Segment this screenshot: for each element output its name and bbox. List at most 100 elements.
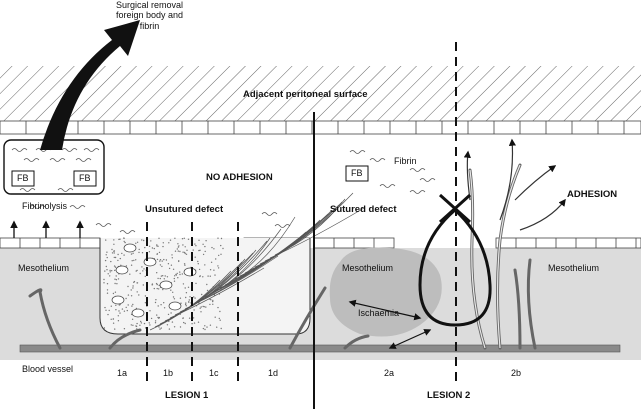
fibrin-dot [173, 298, 176, 300]
fibrin-dot [139, 272, 141, 275]
fibrin-dot [157, 245, 159, 247]
fibrin-wave [261, 212, 278, 216]
fibrin-dot [170, 289, 172, 291]
fibrin-dot [217, 306, 219, 309]
fibrin-dot [184, 303, 187, 306]
fibrin-dot [112, 322, 115, 324]
fibrin-dot [170, 312, 172, 314]
fibrin-dot [189, 296, 191, 298]
fibrin-dot [206, 289, 209, 292]
fibrin-dot [163, 307, 166, 309]
fibrin-dot [209, 303, 211, 306]
fibrin-dot [114, 266, 117, 268]
fibrin-dot [213, 269, 215, 271]
fibrin-dot [156, 245, 158, 247]
fibrin-dot [204, 245, 206, 248]
fibrin-dot [107, 273, 109, 275]
fibrin-dot [182, 244, 184, 246]
fibrin-dot [144, 302, 147, 304]
fibrin-dot [158, 326, 160, 328]
fb-label-left-2: FB [79, 173, 91, 183]
fibrin-dot [199, 307, 201, 309]
tissue-band [0, 248, 641, 360]
fibrin-dot [219, 319, 221, 321]
lesion-1-label: LESION 1 [165, 390, 209, 401]
fibrin-dot [113, 250, 115, 252]
lesion-2-label: LESION 2 [427, 390, 471, 401]
fibrin-dot [125, 306, 127, 309]
fibrin-dot [127, 294, 130, 296]
fibrin-wave [419, 178, 436, 182]
fibrin-dot [114, 256, 117, 259]
fibrin-dot [116, 283, 118, 285]
fibrin-dot [162, 245, 164, 248]
mesothelium-mid-label: Mesothelium [342, 263, 394, 273]
fibrin-dot [121, 252, 123, 255]
fibrin-dot [110, 260, 112, 263]
fibrin-wave [19, 188, 36, 192]
zone-1a-label: 1a [117, 368, 128, 378]
fibrin-dot [210, 261, 213, 263]
fibrin-dot [148, 322, 150, 324]
fibrin-dot [160, 304, 162, 306]
cell-row [495, 237, 641, 249]
fibrin-dot [217, 267, 220, 269]
fibrin-wave [11, 148, 28, 152]
fibrin-dot [105, 309, 107, 311]
fibrin-dot [138, 251, 140, 254]
fibrin-dot [157, 277, 159, 280]
fibrin-dot [123, 310, 126, 312]
fibrin-dot [154, 320, 157, 322]
fibrin-dot [151, 283, 154, 285]
fibrin-dot [114, 269, 116, 272]
fibrin-dot [200, 311, 202, 313]
fibrin-dot [197, 263, 199, 265]
fibrin-dot [158, 284, 160, 287]
fibrin-dot [156, 258, 159, 261]
fibrin-dot [159, 259, 162, 261]
fibrin-dot [177, 243, 179, 245]
fibrin-dot [162, 275, 164, 277]
fibrin-dot [156, 253, 158, 255]
fibrin-dot [115, 309, 117, 311]
fibrin-dot [209, 269, 212, 271]
fibrin-dot [172, 296, 175, 298]
fb-box-right [345, 165, 369, 182]
fibrin-dot [119, 312, 121, 314]
fibrin-wave [83, 148, 100, 152]
fibrin-dot [202, 253, 205, 256]
fibrin-dot [185, 305, 187, 307]
surgical-removal-label: Surgical removal foreign body and fibrin [116, 0, 184, 31]
fibrin-dot [183, 263, 186, 265]
fibrin-dot [106, 292, 109, 294]
fibrin-wave [274, 224, 291, 228]
fibrin-dot [177, 250, 179, 252]
fibrin-dot [164, 275, 166, 277]
fibrin-dot [156, 272, 158, 274]
fibrin-dot [158, 288, 160, 290]
fibrinolysis-label: Fibrinolysis [22, 201, 68, 211]
fibrin-wave [75, 158, 92, 162]
fibrin-dot [194, 243, 196, 245]
fibrin-dot [132, 324, 134, 326]
fibrin-dot [202, 327, 205, 330]
suture-loop [418, 207, 492, 327]
fibrin-dot [113, 243, 115, 245]
fibrin-dot [136, 269, 138, 272]
fibrin-dot [126, 309, 128, 312]
fibrin-dot [123, 237, 125, 239]
fibrin-dot [144, 327, 147, 329]
fibrin-dot [103, 327, 106, 329]
fibrin-dot [199, 275, 201, 278]
fibrin-dot [117, 278, 120, 280]
fibrin-waves [11, 148, 436, 234]
fibrin-dot [117, 320, 120, 322]
fibrin-dot [185, 253, 188, 255]
fibrin-dot [220, 253, 222, 255]
fibrin-dot [197, 321, 200, 323]
fibroblast-streak [179, 249, 257, 313]
fibrin-dot [131, 318, 134, 320]
fibrin-dot [112, 318, 115, 320]
fibrin-dot [176, 272, 178, 275]
fibrin-dot [129, 273, 131, 275]
